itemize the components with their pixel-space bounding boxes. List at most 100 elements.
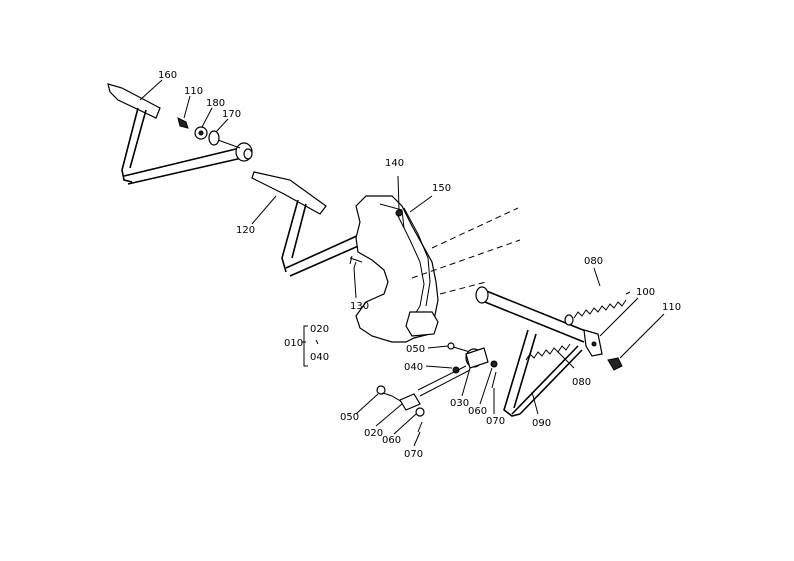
left-pedal-arm-inner [129,109,147,169]
label-020-group: 020 [310,324,329,335]
housing-foot [405,311,439,337]
label-020-lower: 020 [364,428,383,439]
left-pedal-boss-end [243,148,253,160]
leader-060-middle [479,367,493,405]
label-010: 010 [284,338,303,349]
lever-090-brace [511,345,583,415]
leader-170 [215,118,229,133]
leader-070-lower [413,431,421,447]
label-030: 030 [450,398,469,409]
left-pedal-shaft [123,147,243,185]
leader-150 [409,195,433,213]
clevis-030-body [465,347,489,369]
spring-080-lower [525,343,571,361]
leader-140 [397,175,400,211]
label-160: 160 [158,70,177,81]
lower-linkage [355,385,425,433]
label-170: 170 [222,109,241,120]
left-small-parts [177,117,241,149]
leader-050-upper [427,345,449,349]
label-100: 100 [636,287,655,298]
label-110-left: 110 [184,86,203,97]
centerline-middle [411,239,521,279]
label-110-right: 110 [662,302,681,313]
label-070-middle: 070 [486,416,505,427]
label-070-lower: 070 [404,449,423,460]
housing-inner-curve-2 [403,207,431,307]
leader-180 [201,107,213,128]
right-small-parts [599,297,665,371]
clevis-020 [399,393,421,411]
group-bracket-010 [302,325,319,367]
label-150: 150 [432,183,451,194]
label-060-lower: 060 [382,435,401,446]
label-120: 120 [236,225,255,236]
transmission-housing [349,175,439,343]
centerline-lower [439,281,487,295]
leader-120 [251,195,277,225]
label-050-lower: 050 [340,412,359,423]
washer-060-middle [490,360,498,368]
spring-anchor [564,314,574,326]
springs [525,291,631,369]
leader-050-lower [355,393,379,415]
pin-050-upper-head [447,342,455,350]
grease-nipple-right [607,357,623,371]
leader-030 [461,367,471,397]
label-050-upper: 050 [406,344,425,355]
housing-inner-curve [395,211,425,323]
label-140: 140 [385,158,404,169]
left-pedal-pad [107,83,161,119]
cotter-070-middle [491,371,497,389]
leader-040-middle [425,365,453,369]
rod-connecting [417,365,471,397]
label-060-middle: 060 [468,406,487,417]
bracket-100-hole [591,341,597,347]
leader-line-small [217,139,241,149]
label-090: 090 [532,418,551,429]
left-pedal-arm [121,107,139,183]
lever-090-arm [503,329,537,417]
bracket-010-tilde [315,339,319,345]
leader-100 [599,297,639,337]
leader-110-right [619,313,665,359]
grease-nipple-left [177,117,189,129]
bracket-010-line [303,325,308,367]
spring-080-upper [573,299,627,319]
left-pedal-assembly [107,83,253,185]
leader-130 [353,267,357,299]
label-080-upper: 080 [584,256,603,267]
leader-080-upper [593,267,601,287]
label-080-lower: 080 [572,377,591,388]
right-lever-assembly [475,286,603,417]
label-leaders [139,79,601,447]
pin-050-lower-head [376,385,386,395]
cotter-070-lower [417,421,423,433]
part-labels: 160 110 180 170 120 140 150 130 080 100 … [158,70,681,460]
right-pedal-pad [251,171,327,215]
leader-060-lower [393,413,417,435]
label-130: 130 [350,301,369,312]
washer-060-lower [415,407,425,417]
label-180: 180 [206,98,225,109]
bolt-140-head [395,209,403,217]
leader-090 [531,391,539,415]
center-lines [411,207,521,295]
label-040-middle: 040 [404,362,423,373]
leader-080-lower [557,351,575,369]
ring-170 [208,130,220,146]
label-040-group: 040 [310,352,329,363]
washer-180-hole [198,130,204,136]
bolt-130 [349,255,363,269]
leader-110-left [183,95,191,119]
housing-body [355,195,439,343]
middle-linkage [417,342,498,397]
housing-flange [379,203,405,229]
centerline-upper [431,207,519,249]
right-pedal-arm [281,199,307,273]
spring-080-upper-hook [625,291,631,295]
cross-shaft-end [475,286,489,304]
leader-020-lower [375,403,403,427]
leader-160 [139,79,163,101]
